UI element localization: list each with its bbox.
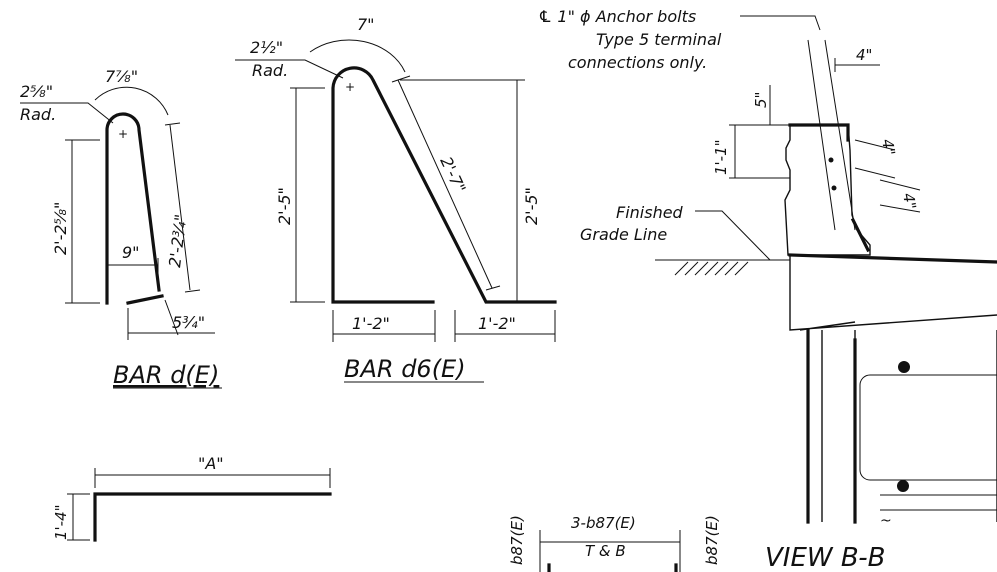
bar-a-shape bbox=[93, 492, 332, 542]
bar-d-foot-label: 5¾" bbox=[172, 313, 205, 332]
deck-slab bbox=[789, 254, 997, 331]
bar-d-arc-label: 7⅞" bbox=[105, 67, 138, 86]
bar-d6-leg-right-label: 1'-2" bbox=[478, 314, 516, 333]
view-dim-4-b: 4" bbox=[899, 192, 920, 211]
svg-text:+: + bbox=[118, 127, 128, 141]
view-dim-5: 5" bbox=[752, 92, 770, 108]
svg-text:~: ~ bbox=[880, 513, 892, 529]
bar-d6-right-height-dim bbox=[400, 79, 525, 303]
bar-d6-arc-label: 7" bbox=[357, 15, 375, 34]
bar-d6-radius-word: Rad. bbox=[252, 61, 288, 80]
bar-d-height-label: 2'-2⅝" bbox=[51, 202, 70, 255]
bar-a-length-dim bbox=[94, 468, 331, 488]
grade-label-line1: Finished bbox=[616, 203, 684, 222]
bar-d6-leg-dims bbox=[332, 310, 556, 342]
bar-d6-radius-label: 2½" bbox=[250, 38, 283, 57]
bar-d6-radius-leader bbox=[235, 59, 344, 79]
bar-d6-left-height-label: 2'-5" bbox=[275, 187, 294, 225]
anchor-note-line2: Type 5 terminal bbox=[596, 30, 722, 49]
bar-d-arc-dim bbox=[94, 86, 169, 116]
bar-d-gap-dim bbox=[107, 258, 159, 285]
bar-d6-detail: + 2½" Rad. 7" 2'-5" 2'-7" 2'-5" 1'-2" 1'… bbox=[235, 15, 557, 383]
bar-d6-arc-dim bbox=[309, 39, 406, 73]
anchor-note-line3: connections only. bbox=[568, 53, 707, 72]
view-dim-4-a: 4" bbox=[878, 138, 899, 157]
wall bbox=[807, 330, 997, 522]
svg-text:+: + bbox=[345, 80, 355, 94]
bar-a-length-label: "A" bbox=[198, 454, 224, 473]
view-dim-4-top: 4" bbox=[856, 46, 872, 64]
anchor-leader bbox=[740, 15, 821, 31]
bar-d-gap-label: 9" bbox=[122, 243, 140, 262]
b87-section: b87(E) 3-b87(E) T & B b87(E) bbox=[508, 514, 721, 572]
barrier-block bbox=[784, 124, 871, 256]
grade-label-line2: Grade Line bbox=[580, 225, 667, 244]
bar-d-slope-dim bbox=[164, 122, 201, 293]
b87-position-label: T & B bbox=[585, 542, 626, 560]
bar-d6-shape bbox=[331, 66, 557, 304]
bar-a-leg-label: 1'-4" bbox=[52, 504, 70, 540]
bar-d-title: BAR d(E) bbox=[113, 361, 219, 389]
anchor-bolt-lines bbox=[807, 39, 856, 231]
anchor-note-line1: ℄ 1" ϕ Anchor bolts bbox=[538, 7, 696, 26]
bar-a-detail: "A" 1'-4" bbox=[52, 454, 332, 542]
bar-d-shape bbox=[105, 112, 164, 305]
bar-d-radius-word: Rad. bbox=[20, 105, 56, 124]
bar-d-foot-dim bbox=[127, 299, 215, 340]
grade-hatch bbox=[674, 261, 749, 276]
view-title: VIEW B-B bbox=[765, 543, 885, 572]
bar-d-radius-leader bbox=[20, 102, 114, 124]
b87-right-label: b87(E) bbox=[703, 515, 721, 565]
grade-leader bbox=[695, 210, 771, 261]
bar-d-detail: + 2⅝" Rad. 7⅞" 2'-2⅝" 2'-2¾" 9" 5¾" BAR … bbox=[20, 67, 222, 389]
bar-d6-right-height-label: 2'-5" bbox=[522, 187, 541, 225]
b87-left-label: b87(E) bbox=[508, 515, 526, 565]
bar-d6-left-height-dim bbox=[290, 87, 325, 303]
bar-d6-leg-left-label: 1'-2" bbox=[352, 314, 390, 333]
b87-count-label: 3-b87(E) bbox=[571, 514, 636, 532]
bar-a-leg-dim bbox=[67, 493, 90, 541]
view-dim-1-1: 1'-1" bbox=[712, 139, 730, 175]
bar-d-radius-label: 2⅝" bbox=[20, 82, 53, 101]
bar-d-height-dim bbox=[65, 139, 100, 304]
rebar-loops bbox=[859, 374, 997, 511]
bar-d6-slope-dim bbox=[391, 75, 501, 291]
bar-d6-title: BAR d6(E) bbox=[344, 355, 466, 383]
view-b-b: ℄ 1" ϕ Anchor bolts Type 5 terminal conn… bbox=[538, 7, 997, 572]
